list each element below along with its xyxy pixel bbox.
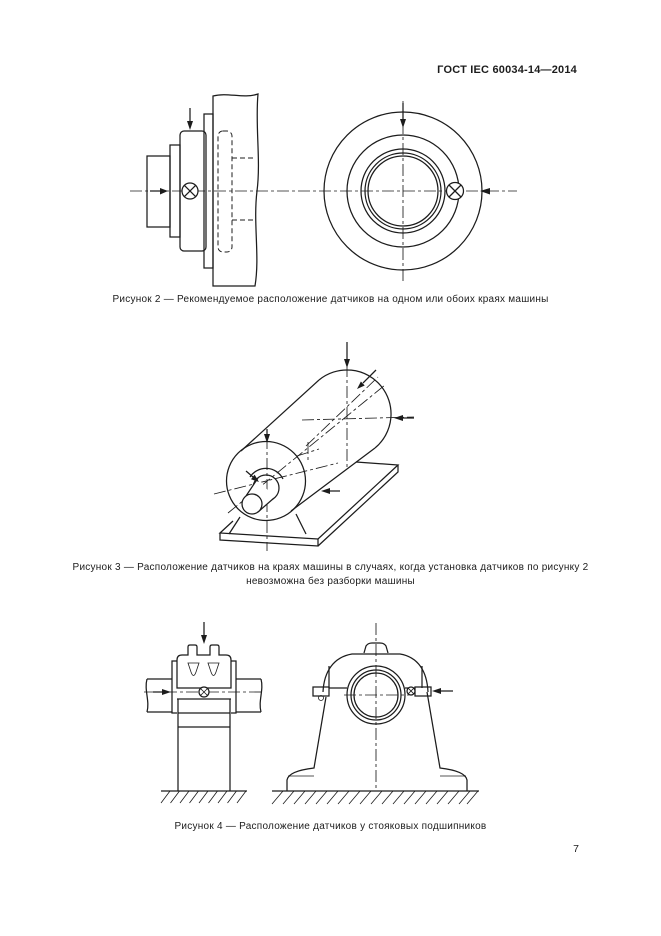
rear-end-arc [318,369,392,449]
figure2-side-view [146,93,260,287]
shaft-end-circle [241,493,263,515]
arrow-diagonal-icon [357,381,365,389]
measuring-arrows [245,342,414,494]
sensor-crossed-circle-icon [445,181,465,201]
figure3-isometric-view [213,342,415,551]
arrow-left-icon [432,688,441,694]
figure-2-caption: Рисунок 2 — Рекомендуемое расположение д… [112,294,549,305]
arrow-axial-icon [251,474,259,482]
arrow-down-icon [187,121,193,130]
figure-4-drawing [144,622,479,805]
figure-3-caption-line1: Рисунок 3 — Расположение датчиков на кра… [72,562,589,573]
figure-3-drawing [213,342,415,551]
shaft [145,678,263,713]
side-brackets [171,660,237,714]
shaft-and-hub [241,467,284,515]
cap-knob [363,642,389,654]
figure-3-caption-line2: невозможна без разборки машины [246,576,415,587]
figure4-front-view [271,623,479,805]
figure-2-drawing [130,93,517,287]
arrow-right-icon [162,689,171,695]
oil-hole [207,662,220,676]
bolt-head [318,695,324,701]
machine-foot [228,516,241,535]
figure-3-caption: Рисунок 3 — Расположение датчиков на кра… [0,561,661,589]
ground-hatching [160,790,247,804]
ground-hatching [271,790,479,805]
figure-4-caption: Рисунок 4 — Расположение датчиков у стоя… [174,821,487,832]
pedestal-column [177,699,231,791]
bearing-bore [344,665,409,725]
machine-cylinder [225,369,392,522]
figure4-side-view [144,622,264,804]
oil-hole [187,662,200,676]
housing-circle [360,148,446,234]
pedestal-body [286,691,468,791]
arrow-down-icon [201,635,207,644]
arrow-right-icon [160,188,168,195]
bearing-cap [176,644,232,689]
flange-bolt [312,686,330,697]
arrow-down-icon [264,434,270,443]
standard-designation: ГОСТ IEC 60034-14—2014 [437,64,577,76]
hidden-outline [217,130,233,253]
base-plate [218,461,400,547]
sensor-crossed-circle-icon [198,686,210,698]
arrow-left-icon [321,488,330,494]
page-number: 7 [573,843,579,855]
sensor-crossed-circle-icon [181,182,199,200]
machine-foot [295,513,307,535]
front-face-circle [225,440,307,522]
arrow-left-icon [394,415,403,421]
bore-ring-inner [367,155,439,227]
arrow-down-icon [400,119,406,128]
figure2-front-view [323,101,490,281]
mounting-wall [212,93,260,287]
bearing-cap-dome [322,653,429,693]
arrow-left-icon [480,188,490,195]
bearing-housing [179,130,207,252]
sensor-crossed-circle-icon [406,686,416,696]
arrow-down-icon [344,359,350,368]
bore-ring-outer [364,152,442,230]
